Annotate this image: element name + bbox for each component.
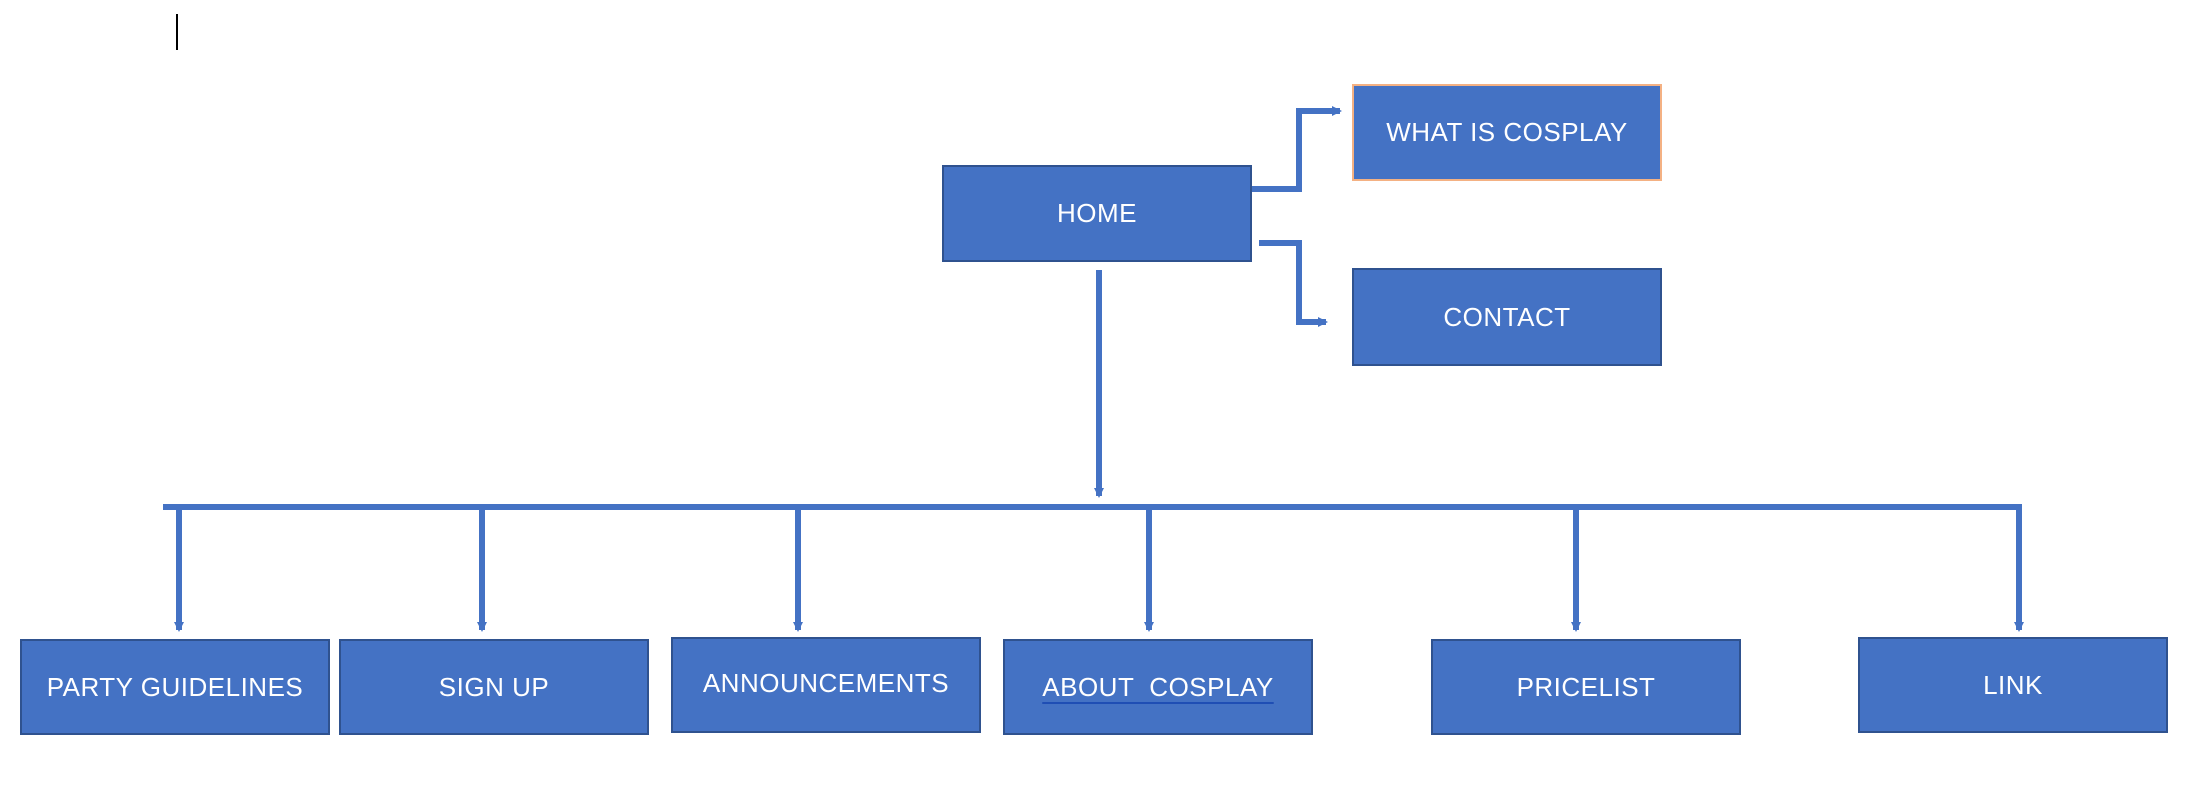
- node-announcements[interactable]: ANNOUNCEMENTS: [671, 637, 981, 733]
- text-cursor: [176, 14, 178, 50]
- node-pricelist[interactable]: PRICELIST: [1431, 639, 1741, 735]
- node-announcements-label: ANNOUNCEMENTS: [702, 667, 950, 698]
- node-what-is-cosplay-label: WHAT IS COSPLAY: [1386, 117, 1628, 147]
- node-about-cosplay[interactable]: ABOUT COSPLAY: [1003, 639, 1313, 735]
- node-home[interactable]: HOME: [942, 165, 1252, 262]
- node-about-cosplay-label: ABOUT COSPLAY: [1042, 671, 1274, 702]
- connector-home-what-is-cosplay: [1251, 106, 1342, 192]
- node-sign-up-label: SIGN UP: [438, 671, 550, 702]
- node-what-is-cosplay[interactable]: WHAT IS COSPLAY: [1352, 84, 1662, 181]
- node-party-guidelines[interactable]: PARTY GUIDELINES: [20, 639, 330, 735]
- node-home-label: HOME: [1057, 198, 1137, 228]
- node-contact[interactable]: CONTACT: [1352, 268, 1662, 366]
- node-contact-label: CONTACT: [1443, 301, 1571, 332]
- node-party-guidelines-label: PARTY GUIDELINES: [46, 671, 304, 702]
- node-pricelist-label: PRICELIST: [1516, 671, 1656, 702]
- connector-home-contact: [1259, 240, 1328, 327]
- node-link[interactable]: LINK: [1858, 637, 2168, 733]
- node-link-label: LINK: [1983, 669, 2043, 700]
- node-sign-up[interactable]: SIGN UP: [339, 639, 649, 735]
